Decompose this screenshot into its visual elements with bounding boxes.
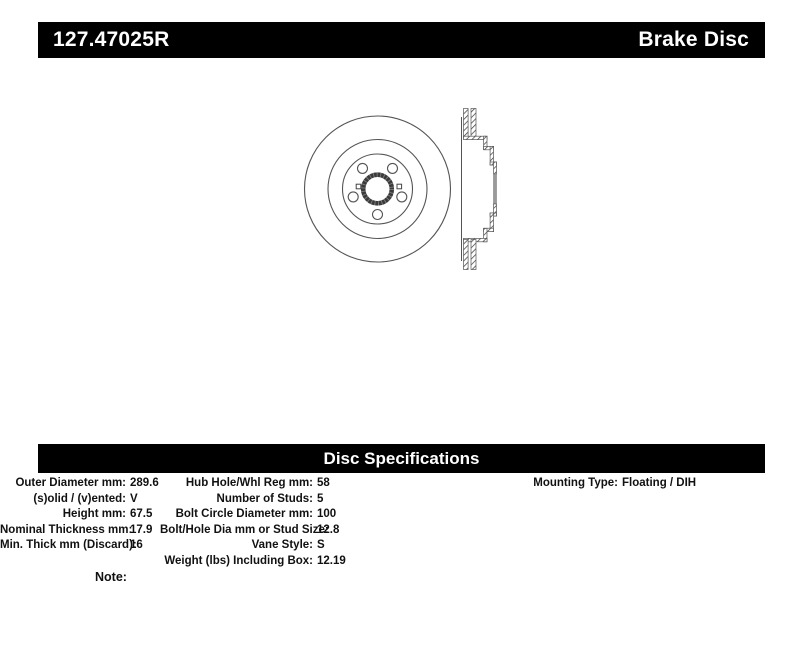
- spec-section-title: Disc Specifications: [323, 448, 480, 468]
- spec-row: Number of Studs: 5: [160, 492, 346, 508]
- spec-row: Mounting Type: Floating / DIH: [460, 476, 696, 492]
- spec-section-header: Disc Specifications: [38, 444, 765, 473]
- spec-column-hub-studs: Hub Hole/Whl Reg mm: 58 Number of Studs:…: [160, 476, 346, 570]
- spec-value: 16: [130, 539, 143, 552]
- spec-label: Hub Hole/Whl Reg mm:: [185, 477, 313, 489]
- spec-label: Bolt Circle Diameter mm:: [175, 508, 313, 521]
- spec-label: Min. Thick mm (Discard):: [0, 539, 137, 552]
- spec-label: Bolt/Hole Dia mm or Stud Size:: [160, 523, 329, 536]
- spec-row: Weight (lbs) Including Box: 12.19: [160, 554, 346, 570]
- spec-row: Min. Thick mm (Discard): 16: [0, 538, 159, 554]
- spec-row: Outer Diameter mm: 289.6: [0, 476, 159, 492]
- hub-bore-ring: [360, 172, 395, 206]
- hub-bore-section: [493, 173, 497, 205]
- spec-value: 289.6: [130, 477, 159, 489]
- stud-hole: [371, 208, 384, 221]
- stud-hole: [347, 191, 359, 203]
- header-bar: 127.47025R Brake Disc: [38, 22, 765, 58]
- part-number: 127.47025R: [53, 28, 170, 51]
- spec-value: V: [130, 492, 138, 505]
- note-label: Note:: [95, 570, 127, 584]
- hub-bore-ring-texture: [360, 172, 395, 206]
- spec-label: Vane Style:: [251, 539, 313, 552]
- spec-label: Height mm:: [62, 508, 126, 521]
- stud-hole: [396, 191, 408, 203]
- spec-value: 100: [317, 508, 337, 521]
- spec-row: Hub Hole/Whl Reg mm: 58: [160, 476, 346, 492]
- spec-value: Floating / DIH: [622, 477, 697, 489]
- spec-column-dimensions: Outer Diameter mm: 289.6 (s)olid / (v)en…: [0, 476, 159, 554]
- spec-value: S: [317, 539, 325, 552]
- spec-value: 5: [317, 492, 324, 505]
- spec-value: 58: [317, 477, 330, 489]
- stud-hole: [356, 162, 369, 174]
- spec-row: Nominal Thickness mm: 17.9: [0, 523, 159, 539]
- spec-row: Bolt/Hole Dia mm or Stud Size: 12.8: [160, 523, 346, 539]
- braking-surface-inner-circle: [327, 138, 428, 240]
- spec-label: Nominal Thickness mm:: [0, 523, 133, 536]
- spec-value: 12.19: [317, 554, 346, 567]
- spec-label: Mounting Type:: [533, 477, 618, 489]
- hub-tab-left: [355, 183, 362, 190]
- outer-diameter-circle: [303, 115, 452, 263]
- spec-row: Vane Style: S: [160, 538, 346, 554]
- spec-row: (s)olid / (v)ented: V: [0, 492, 159, 508]
- spec-label: (s)olid / (v)ented:: [33, 492, 126, 505]
- spec-value: 67.5: [130, 508, 153, 521]
- spec-column-mounting: Mounting Type: Floating / DIH: [460, 476, 696, 492]
- stud-hole: [386, 162, 399, 174]
- spec-row: Height mm: 67.5: [0, 507, 159, 523]
- spec-value: 12.8: [317, 523, 340, 536]
- hat-circle: [341, 153, 414, 225]
- hub-tab-right: [396, 183, 403, 190]
- spec-label: Outer Diameter mm:: [15, 477, 126, 489]
- brake-disc-front-view: [303, 115, 452, 263]
- spec-value: 17.9: [130, 523, 153, 536]
- spec-row: Bolt Circle Diameter mm: 100: [160, 507, 346, 523]
- brake-disc-cross-section-side-view: [461, 108, 497, 270]
- spec-label: Number of Studs:: [216, 492, 313, 505]
- spec-label: Weight (lbs) Including Box:: [164, 554, 313, 567]
- product-type-title: Brake Disc: [638, 28, 749, 51]
